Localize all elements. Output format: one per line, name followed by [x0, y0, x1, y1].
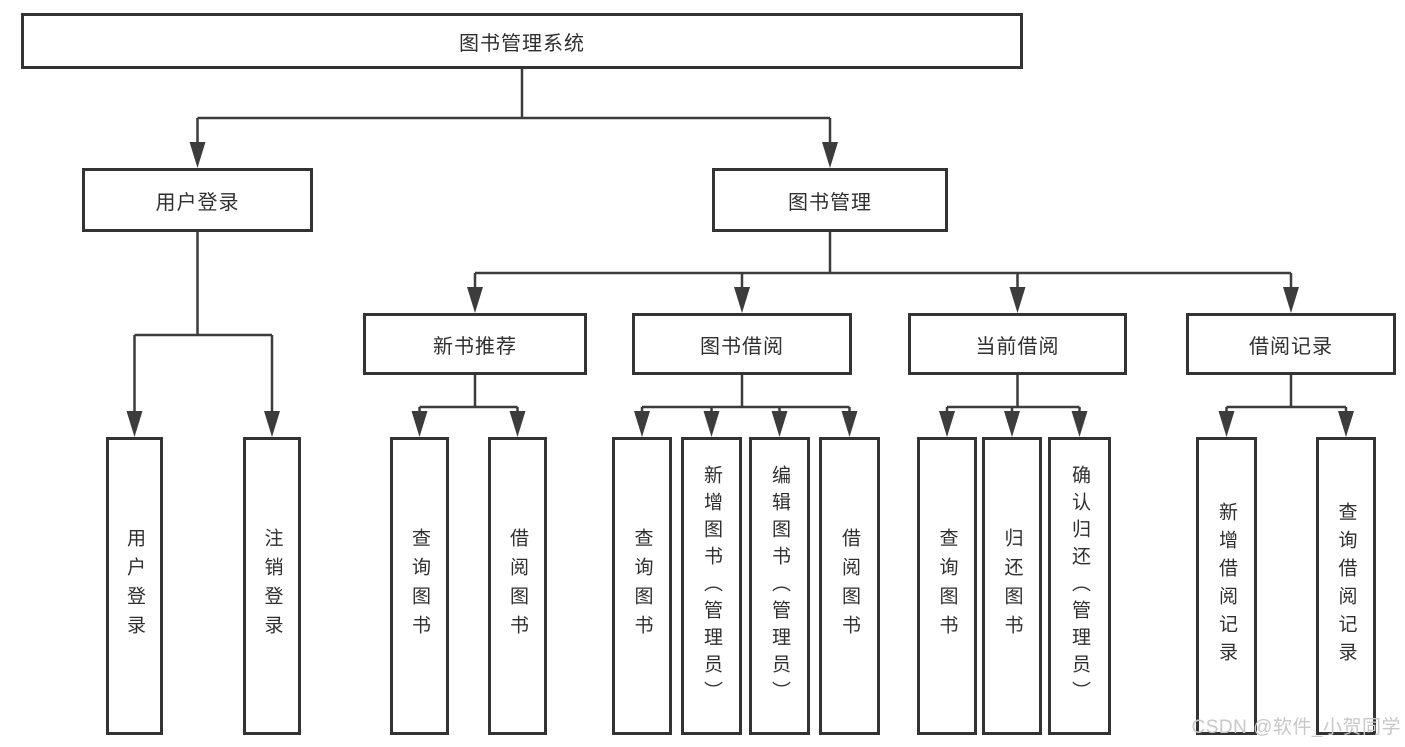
node-new-book-recommendation: 新书推荐 [363, 313, 587, 375]
leaf-query-book-newbook: 查询图书 [390, 437, 449, 735]
node-current-borrowing: 当前借阅 [908, 313, 1127, 375]
leaf-confirm-return-admin: 确认归还（管理员） [1048, 437, 1111, 735]
leaf-user-login: 用户登录 [106, 437, 163, 735]
node-book-management: 图书管理 [712, 168, 948, 232]
node-book-borrowing: 图书借阅 [632, 313, 852, 375]
node-user-login: 用户登录 [82, 168, 313, 232]
leaf-add-book-admin: 新增图书（管理员） [681, 437, 742, 735]
leaf-logout: 注销登录 [243, 437, 301, 735]
leaf-borrow-book-newbook: 借阅图书 [488, 437, 547, 735]
leaf-query-borrow-record: 查询借阅记录 [1316, 437, 1376, 735]
leaf-query-book-current: 查询图书 [917, 437, 977, 735]
node-borrowing-records: 借阅记录 [1186, 313, 1396, 375]
node-library-management-system: 图书管理系统 [21, 13, 1023, 69]
leaf-borrow-book-borrow: 借阅图书 [819, 437, 880, 735]
leaf-add-borrow-record: 新增借阅记录 [1196, 437, 1257, 735]
arrowheads [126, 142, 1354, 437]
leaf-edit-book-admin: 编辑图书（管理员） [749, 437, 810, 735]
leaf-query-book-borrow: 查询图书 [612, 437, 672, 735]
watermark-text: CSDN @软件_小贺同学 [1191, 717, 1401, 738]
leaf-return-book: 归还图书 [982, 437, 1042, 735]
